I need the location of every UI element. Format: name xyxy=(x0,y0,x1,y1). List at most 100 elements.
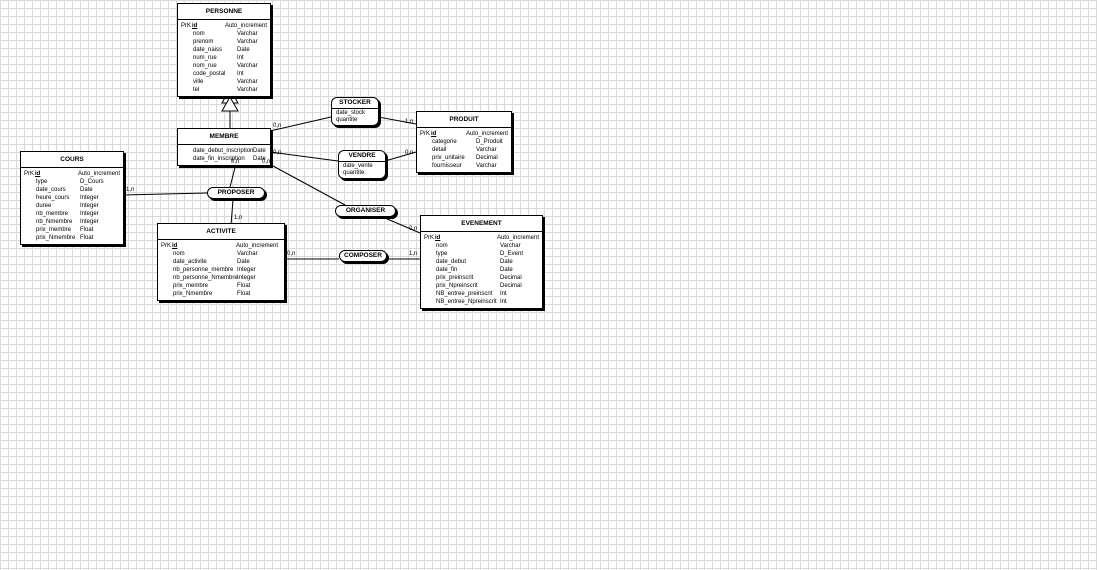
attribute-name: prix_unitaire xyxy=(432,155,465,161)
association-composer[interactable]: COMPOSER xyxy=(339,250,387,262)
association-attribute: date_vente xyxy=(343,163,373,169)
primary-key-marker xyxy=(424,282,434,290)
attribute-type: Auto_increment xyxy=(77,171,120,177)
link-activite-proposer xyxy=(230,199,234,226)
attribute-name: nb_personne_Nmembre xyxy=(173,275,238,281)
attribute-type: Varchar xyxy=(476,163,497,169)
attribute-name: prix_Npreinscrit xyxy=(436,283,478,289)
attribute-row: prix_Npreinscrit Decimal xyxy=(424,282,539,290)
attribute-type: Integer xyxy=(80,195,99,201)
attribute-type: Varchar xyxy=(237,39,258,45)
association-attribute: date_stock xyxy=(336,110,366,116)
primary-key-marker xyxy=(161,266,171,274)
attribute-name: num_rue xyxy=(193,55,217,61)
attribute-name: prix_Nmembre xyxy=(36,235,76,241)
attribute-row: heure_cours Integer xyxy=(24,194,120,202)
primary-key-marker xyxy=(24,226,34,234)
primary-key-marker xyxy=(24,186,34,194)
attribute-type: Int xyxy=(500,291,507,297)
cardinality-membre-stocker: 0,n xyxy=(273,123,282,129)
primary-key-marker xyxy=(161,250,171,258)
attribute-name: date_fin xyxy=(436,267,458,273)
attribute-name: id xyxy=(35,171,41,177)
attribute-type: Date xyxy=(500,259,513,265)
attribute-name: nb_Nmembre xyxy=(36,219,73,225)
primary-key-marker xyxy=(24,218,34,226)
entity-title: ACTIVITE xyxy=(158,224,284,240)
attribute-name: NB_entree_preinscrit xyxy=(436,291,493,297)
association-title: PROPOSER xyxy=(217,189,255,196)
association-organiser[interactable]: ORGANISER xyxy=(335,205,396,217)
cardinality-organiser-evenement: 0,n xyxy=(409,226,418,232)
attribute-name: date_fin_inscription xyxy=(193,156,245,162)
primary-key-marker xyxy=(161,282,171,290)
attribute-type: Date xyxy=(80,187,93,193)
attribute-name: prix_Nmembre xyxy=(173,291,213,297)
cardinality-stocker-produit: 1,n xyxy=(405,119,414,125)
attribute-name: date_naiss xyxy=(193,47,223,53)
primary-key-marker xyxy=(424,274,434,282)
entity-title: EVENEMENT xyxy=(421,216,542,232)
cardinality-vendre-produit: 0,n xyxy=(405,150,414,156)
attribute-type: Decimal xyxy=(500,283,522,289)
entity-title: PRODUIT xyxy=(417,112,511,128)
attribute-type: Float xyxy=(237,283,251,289)
attribute-type: Auto_increment xyxy=(465,131,508,137)
attribute-name: type xyxy=(436,251,448,257)
link-membre-vendre xyxy=(269,151,339,162)
attribute-name: ville xyxy=(193,79,204,85)
attribute-name: nom xyxy=(173,251,185,257)
attribute-name: prix_membre xyxy=(36,227,72,233)
primary-key-marker xyxy=(181,54,191,62)
attribute-name: heure_cours xyxy=(36,195,70,201)
entity-title: COURS xyxy=(21,152,123,168)
link-stocker-produit xyxy=(377,116,417,125)
attribute-row: date_fin Date xyxy=(424,266,539,274)
attribute-type: Decimal xyxy=(476,155,498,161)
primary-key-marker: PrK xyxy=(181,23,192,29)
primary-key-marker xyxy=(24,178,34,186)
attribute-name: code_postal xyxy=(193,71,226,77)
attribute-type: Date xyxy=(500,267,513,273)
primary-key-marker xyxy=(181,38,191,46)
attribute-type: Varchar xyxy=(237,79,258,85)
association-proposer[interactable]: PROPOSER xyxy=(207,187,265,199)
association-title: VENDRE xyxy=(339,151,385,162)
